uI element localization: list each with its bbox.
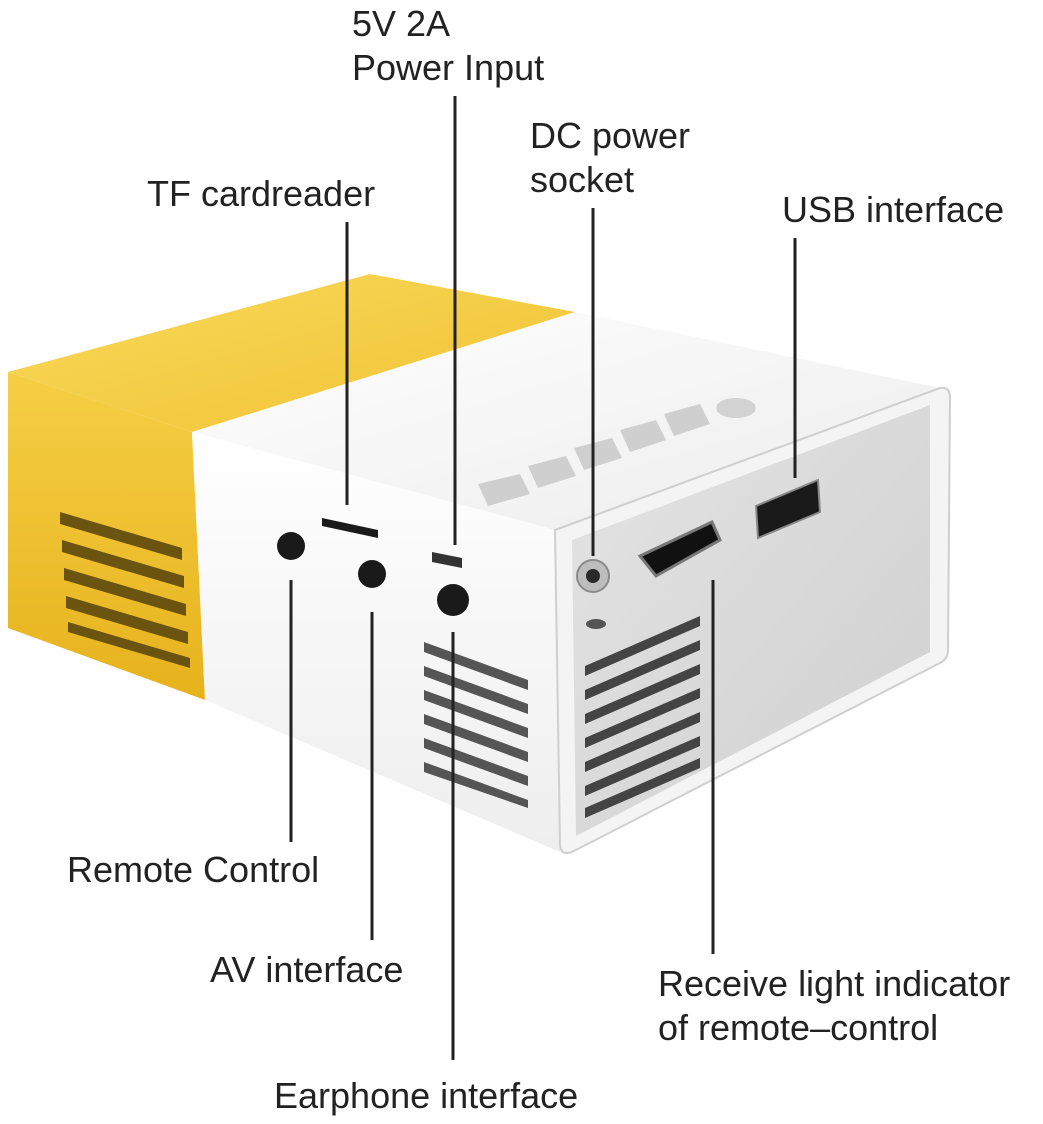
label-tf-cardreader: TF cardreader (147, 173, 376, 214)
micro-usb-port (432, 552, 462, 568)
white-top-face (192, 312, 940, 530)
leader-lines (289, 96, 797, 1060)
label-dc-power-socket: DC power socket (530, 114, 690, 202)
label-power-input-line1: 5V 2A (352, 3, 451, 44)
earphone-port (437, 584, 469, 616)
top-buttons (478, 398, 756, 506)
rear-vent-slots (585, 616, 700, 818)
label-receive-line2: of remote–control (658, 1007, 939, 1048)
av-port (358, 560, 386, 588)
label-usb-interface: USB interface (782, 189, 1005, 230)
rear-panel-inset (572, 405, 930, 836)
tf-card-slot (322, 518, 378, 538)
hdmi-port (637, 519, 722, 578)
yellow-top-face (8, 274, 575, 432)
label-remote-control: Remote Control (67, 849, 320, 890)
label-power-input: 5V 2A Power Input (352, 2, 544, 90)
front-vent-slots (424, 642, 528, 808)
label-dc-line2: socket (530, 159, 635, 200)
label-power-input-line2: Power Input (352, 47, 545, 88)
label-receive-line1: Receive light indicator (658, 963, 1011, 1004)
remote-receiver-port (277, 532, 305, 560)
label-receive-light-indicator: Receive light indicator of remote–contro… (658, 962, 1010, 1050)
ir-receiver-window (586, 619, 606, 629)
dc-socket-pin (586, 569, 600, 583)
usb-port (754, 478, 822, 540)
label-av-interface: AV interface (210, 949, 404, 990)
label-earphone-interface: Earphone interface (274, 1075, 579, 1116)
label-dc-line1: DC power (530, 115, 691, 156)
yellow-vent-slots (60, 512, 190, 668)
